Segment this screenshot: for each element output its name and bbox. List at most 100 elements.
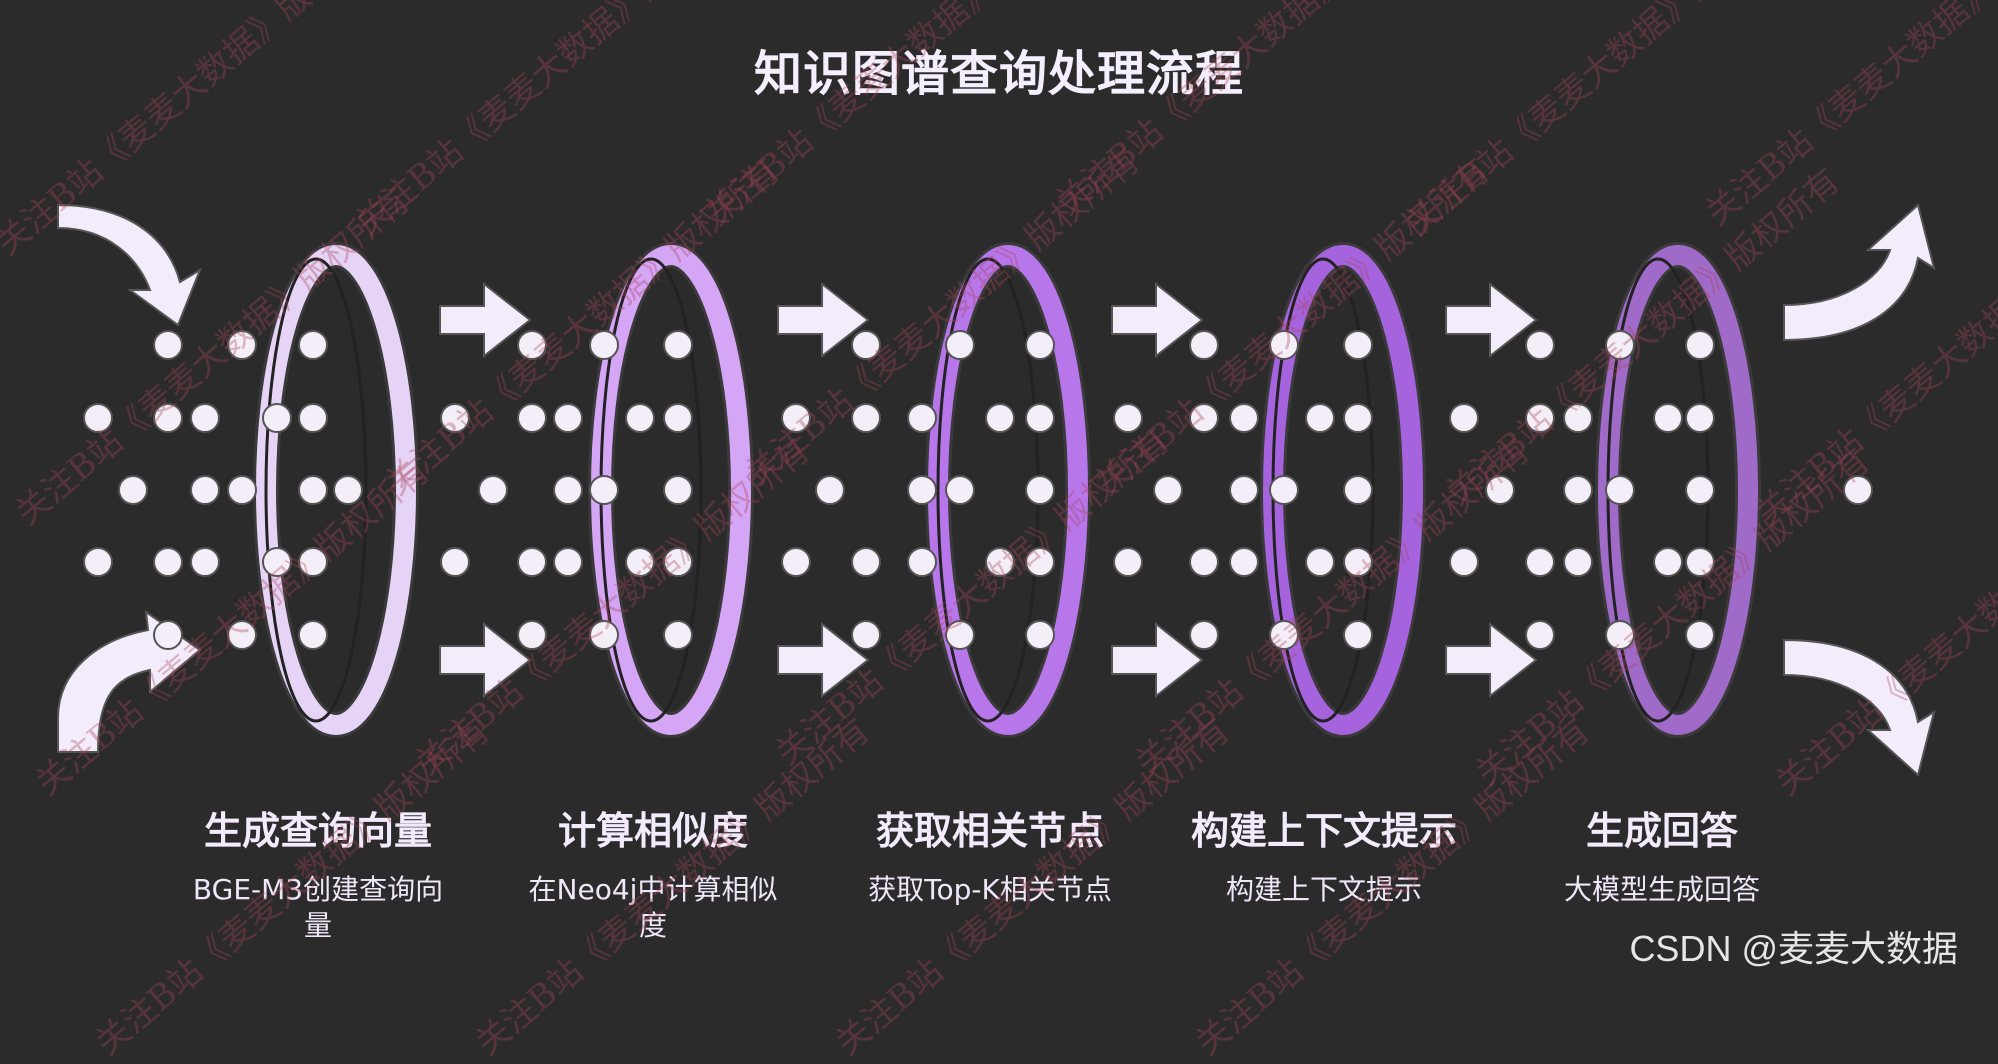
particle-dot bbox=[1449, 403, 1479, 433]
particle-dot bbox=[1525, 330, 1555, 360]
particle-dot bbox=[1685, 475, 1715, 505]
particle-dot bbox=[1305, 547, 1335, 577]
particle-dot bbox=[298, 403, 328, 433]
particle-dot bbox=[440, 403, 470, 433]
particle-dot bbox=[1025, 330, 1055, 360]
particle-dot bbox=[781, 547, 811, 577]
particle-dot bbox=[1605, 475, 1635, 505]
particle-dot bbox=[625, 403, 655, 433]
particle-dot bbox=[153, 330, 183, 360]
particle-dot bbox=[227, 620, 257, 650]
particle-dot bbox=[851, 620, 881, 650]
particle-dot bbox=[153, 403, 183, 433]
stage-desc-4: 构建上下文提示 bbox=[1225, 873, 1422, 906]
particle-dot bbox=[1189, 330, 1219, 360]
particle-dot bbox=[1189, 620, 1219, 650]
particle-dot bbox=[1653, 403, 1683, 433]
flow-arrow-icon bbox=[777, 621, 870, 699]
stage-ring-1 bbox=[253, 242, 419, 738]
particle-dot bbox=[227, 330, 257, 360]
flow-arrow-icon bbox=[1445, 621, 1538, 699]
particle-dot bbox=[1305, 403, 1335, 433]
particle-dot bbox=[1563, 403, 1593, 433]
particle-dot bbox=[1343, 475, 1373, 505]
particle-dot bbox=[553, 403, 583, 433]
flow-arrow-icon bbox=[439, 621, 532, 699]
particle-dot bbox=[663, 403, 693, 433]
particle-dot bbox=[118, 475, 148, 505]
stage-label-4: 构建上下文提示 bbox=[1190, 809, 1457, 853]
particle-dot bbox=[907, 547, 937, 577]
diagram-canvas bbox=[57, 203, 1936, 777]
particle-dot bbox=[1843, 475, 1873, 505]
particle-dot bbox=[945, 620, 975, 650]
particle-dot bbox=[298, 475, 328, 505]
particle-dot bbox=[517, 403, 547, 433]
particle-dot bbox=[83, 547, 113, 577]
particle-dot bbox=[985, 547, 1015, 577]
particle-dot bbox=[1229, 475, 1259, 505]
stage-label-5: 生成回答 bbox=[1585, 809, 1738, 853]
particle-dot bbox=[851, 403, 881, 433]
stage-desc-1: BGE-M3创建查询向 量 bbox=[192, 873, 444, 942]
particle-dot bbox=[83, 403, 113, 433]
flow-arrow-icon bbox=[439, 281, 532, 359]
particle-dot bbox=[190, 403, 220, 433]
particle-dot bbox=[1229, 403, 1259, 433]
particle-dot bbox=[589, 330, 619, 360]
particle-dot bbox=[1343, 403, 1373, 433]
particle-dot bbox=[1025, 475, 1055, 505]
particle-dot bbox=[1685, 330, 1715, 360]
particle-dot bbox=[1605, 330, 1635, 360]
flow-arrow-icon bbox=[1445, 281, 1538, 359]
particle-dot bbox=[907, 475, 937, 505]
particle-dot bbox=[1113, 547, 1143, 577]
flow-arrow-icon bbox=[1111, 281, 1204, 359]
outgoing-arrow-top-icon bbox=[1783, 203, 1936, 342]
particle-dot bbox=[1153, 475, 1183, 505]
particle-dot bbox=[1343, 547, 1373, 577]
stage-ring-3 bbox=[925, 242, 1091, 738]
particle-dot bbox=[625, 547, 655, 577]
outgoing-arrow-bottom-icon bbox=[1783, 638, 1936, 777]
flow-arrow-icon bbox=[777, 281, 870, 359]
particle-dot bbox=[1269, 330, 1299, 360]
particle-dot bbox=[333, 475, 363, 505]
particle-dot bbox=[663, 330, 693, 360]
source-credit: CSDN @麦麦大数据 bbox=[1629, 928, 1958, 969]
particle-dot bbox=[945, 475, 975, 505]
particle-dot bbox=[781, 403, 811, 433]
stage-desc-3: 获取Top-K相关节点 bbox=[868, 873, 1112, 906]
particle-dot bbox=[298, 330, 328, 360]
stage-desc-2: 在Neo4j中计算相似 度 bbox=[528, 873, 778, 942]
particle-dot bbox=[663, 475, 693, 505]
particle-dot bbox=[153, 547, 183, 577]
flow-arrow-icon bbox=[1111, 621, 1204, 699]
particle-dot bbox=[1653, 547, 1683, 577]
particle-dot bbox=[1229, 547, 1259, 577]
particle-dot bbox=[851, 330, 881, 360]
particle-dot bbox=[663, 620, 693, 650]
particle-dot bbox=[553, 547, 583, 577]
particle-dot bbox=[153, 620, 183, 650]
particle-dot bbox=[851, 547, 881, 577]
particle-dot bbox=[478, 475, 508, 505]
particle-dot bbox=[517, 330, 547, 360]
incoming-arrow-top-icon bbox=[57, 203, 203, 327]
stage-label-1: 生成查询向量 bbox=[203, 809, 432, 853]
particle-dot bbox=[663, 547, 693, 577]
particle-dot bbox=[1025, 547, 1055, 577]
particle-dot bbox=[553, 475, 583, 505]
particle-dot bbox=[1685, 620, 1715, 650]
particle-dot bbox=[227, 475, 257, 505]
particle-dot bbox=[1269, 475, 1299, 505]
particle-dot bbox=[517, 620, 547, 650]
particle-dot bbox=[1685, 403, 1715, 433]
stage-desc-5: 大模型生成回答 bbox=[1563, 873, 1760, 906]
particle-dot bbox=[1343, 330, 1373, 360]
particle-dot bbox=[190, 475, 220, 505]
particle-dot bbox=[1525, 547, 1555, 577]
stage-label-2: 计算相似度 bbox=[557, 809, 748, 853]
particle-dot bbox=[190, 547, 220, 577]
